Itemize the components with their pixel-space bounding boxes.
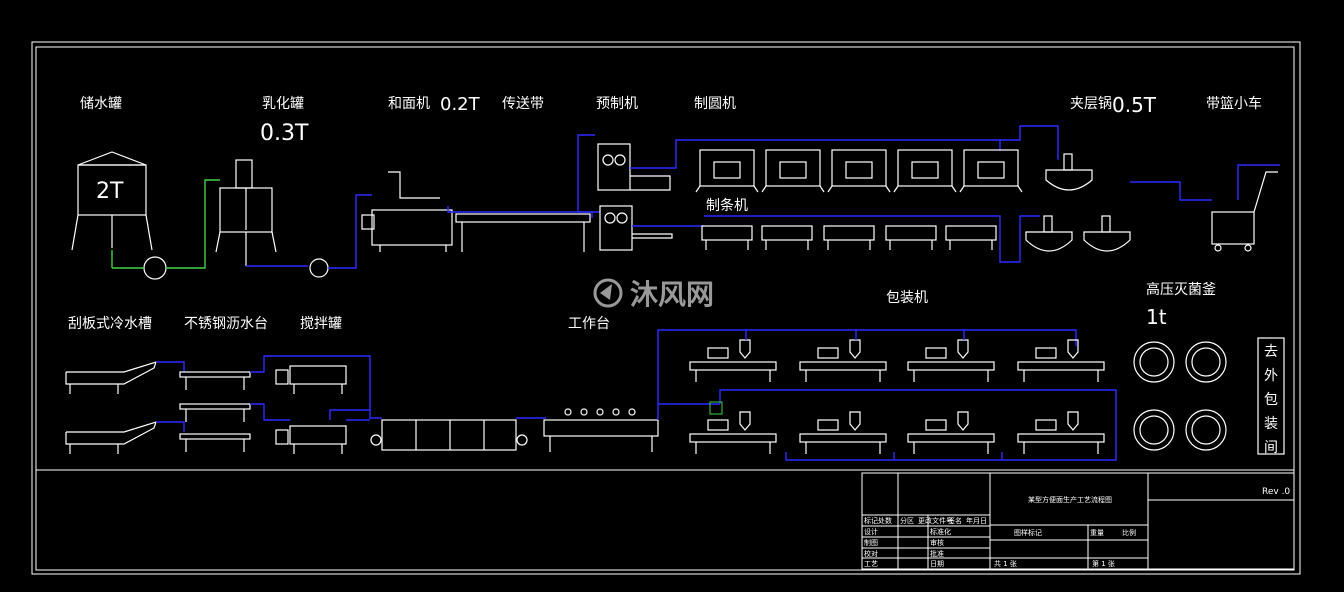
label-sterilizer: 高压灭菌釜 bbox=[1146, 281, 1216, 298]
label-water-tank: 储水罐 bbox=[80, 96, 122, 112]
fryer-line bbox=[370, 419, 528, 451]
tb-row-draw: 制图 bbox=[864, 538, 878, 547]
label-ball-maker: 制圆机 bbox=[694, 96, 736, 112]
workbench bbox=[543, 408, 659, 452]
jacket-kettles bbox=[1025, 153, 1131, 252]
mixer bbox=[361, 171, 453, 252]
water-tank-cap: 2T bbox=[96, 179, 124, 204]
scraper-tanks bbox=[65, 361, 157, 454]
tb-row-process: 工艺 bbox=[864, 560, 878, 568]
tb-col-change: 更改文件号 bbox=[918, 516, 953, 525]
strip-makers bbox=[701, 225, 997, 250]
label-packer: 包装机 bbox=[886, 290, 928, 306]
ball-makers bbox=[695, 149, 1023, 193]
tb-date: 日期 bbox=[930, 560, 944, 568]
label-jacket-cap: 0.5T bbox=[1112, 93, 1157, 117]
label-basket-cart: 带篮小车 bbox=[1206, 95, 1262, 112]
bottom-frame bbox=[35, 469, 1295, 571]
packers bbox=[689, 339, 1105, 454]
water-pump-icon bbox=[143, 256, 167, 280]
label-mixer: 和面机 bbox=[388, 96, 430, 112]
conveyor-belt bbox=[455, 213, 591, 252]
tb-approve: 批准 bbox=[930, 549, 944, 558]
tb-weight: 重量 bbox=[1090, 529, 1104, 537]
drain-tables bbox=[179, 371, 251, 452]
label-stir-tank: 搅拌罐 bbox=[300, 316, 342, 332]
pump-icon bbox=[309, 258, 329, 278]
label-strip-maker: 制条机 bbox=[706, 197, 748, 214]
label-scraper-tank: 刮板式冷水槽 bbox=[68, 316, 152, 332]
label-premaker: 预制机 bbox=[596, 96, 638, 112]
label-jacket-kettle: 夹层锅 bbox=[1070, 96, 1112, 112]
emulsion-tank bbox=[215, 159, 277, 266]
tb-col-count: 处数 bbox=[878, 516, 892, 525]
tb-row-mark: 标记 bbox=[864, 516, 878, 525]
tb-col-zone: 分区 bbox=[900, 516, 914, 525]
sterilizers bbox=[1133, 341, 1227, 451]
label-sterilizer-cap: 1t bbox=[1146, 305, 1167, 329]
label-mixer-cap: 0.2T bbox=[440, 94, 481, 115]
label-conveyor: 传送带 bbox=[502, 96, 544, 112]
premaker-lower bbox=[599, 205, 673, 251]
outer-pack-room bbox=[1257, 337, 1285, 455]
tb-review: 审核 bbox=[930, 538, 944, 547]
tb-col-date: 年月日 bbox=[966, 516, 987, 525]
label-workbench: 工作台 bbox=[568, 316, 610, 332]
tb-sheet-total: 共 1 张 bbox=[994, 559, 1017, 568]
tb-sheet-no: 第 1 张 bbox=[1092, 559, 1115, 568]
drawing-title: 某型方便面生产工艺流程图 bbox=[1028, 495, 1112, 504]
label-drain-table: 不锈钢沥水台 bbox=[184, 316, 268, 332]
tb-row-check: 校对 bbox=[864, 549, 878, 558]
basket-cart bbox=[1211, 171, 1278, 252]
tb-standard: 标准化 bbox=[930, 527, 951, 536]
tb-row-design: 设计 bbox=[864, 527, 878, 536]
title-block bbox=[861, 472, 1295, 570]
tb-scale: 比例 bbox=[1122, 528, 1136, 537]
label-emulsion-tank: 乳化罐 bbox=[262, 96, 304, 112]
tb-col-sign: 签名 bbox=[948, 516, 962, 525]
label-emulsion-cap: 0.3T bbox=[260, 121, 309, 146]
watermark-text: 沐风网 bbox=[630, 278, 714, 311]
tb-stage: 图样标记 bbox=[1014, 528, 1042, 537]
label-outer-pack: 去外包装间 bbox=[1264, 344, 1278, 456]
water-tank: 2T bbox=[71, 151, 153, 251]
watermark: 沐风网 bbox=[593, 278, 714, 311]
stir-tanks bbox=[275, 365, 347, 454]
rev-label: Rev .0 bbox=[1262, 487, 1290, 497]
outer-frame bbox=[31, 41, 1301, 575]
premaker-upper bbox=[597, 143, 671, 191]
